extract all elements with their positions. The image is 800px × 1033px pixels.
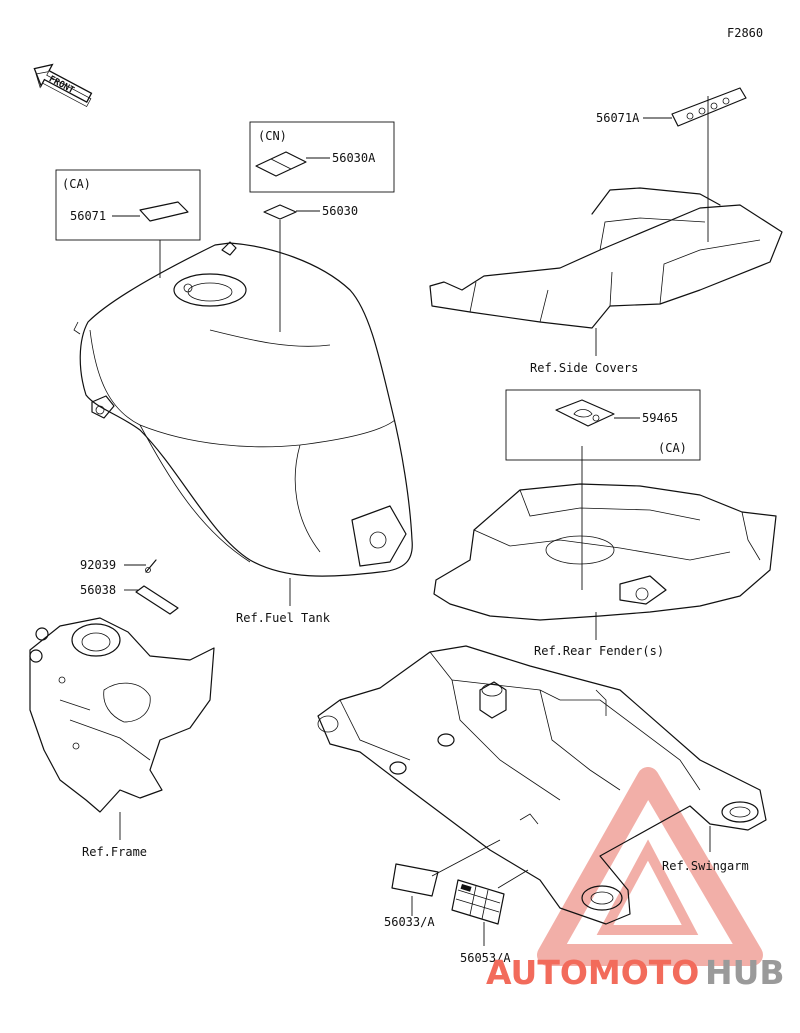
side-covers (429, 187, 783, 329)
rivet-92039-icon (145, 559, 157, 573)
cn-title: (CN) (258, 129, 287, 143)
label-56053a-icon (451, 879, 505, 925)
ref-swingarm-label: Ref.Swingarm (662, 859, 749, 873)
front-arrow-icon: FRONT (33, 63, 93, 108)
part-56030a-label: 56030A (332, 151, 376, 165)
part-56038-label: 56038 (80, 583, 116, 597)
frame-head (29, 617, 215, 813)
label-56071-icon (139, 201, 189, 222)
ca-left-title: (CA) (62, 177, 91, 191)
ref-fuel-tank-label: Ref.Fuel Tank (236, 611, 331, 625)
ca-box-right: 59465 (CA) (505, 389, 701, 461)
rear-fender (433, 483, 777, 621)
watermark-logo: AUTOMOTO HUB (486, 953, 785, 992)
fuel-tank (73, 241, 413, 577)
watermark-part2: HUB (705, 953, 785, 992)
ref-frame-label: Ref.Frame (82, 845, 147, 859)
ref-rear-fender-label: Ref.Rear Fender(s) (534, 644, 664, 658)
label-56030-icon (263, 204, 297, 220)
figure-code: F2860 (727, 26, 763, 40)
ref-side-covers-label: Ref.Side Covers (530, 361, 638, 375)
part-92039-label: 92039 (80, 558, 116, 572)
swingarm (317, 645, 767, 925)
ca-box-left: (CA) 56071 (55, 169, 201, 278)
part-56071-label: 56071 (70, 209, 106, 223)
part-56030-label: 56030 (322, 204, 358, 218)
label-59465-icon (555, 399, 615, 427)
part-56071a-label: 56071A (596, 111, 640, 125)
part-56033a-label: 56033/A (384, 915, 435, 929)
label-56033a-icon (391, 863, 439, 897)
part-59465-label: 59465 (642, 411, 678, 425)
label-56030a-icon (255, 151, 307, 177)
watermark-part1: AUTOMOTO (486, 953, 699, 992)
part-56053a-label: 56053/A (460, 951, 511, 965)
ca-right-title: (CA) (658, 441, 687, 455)
watermark-triangle (537, 767, 763, 966)
plate-56038-icon (135, 585, 179, 615)
cn-box: (CN) 56030A (249, 121, 395, 193)
label-56071a-icon (671, 87, 747, 127)
